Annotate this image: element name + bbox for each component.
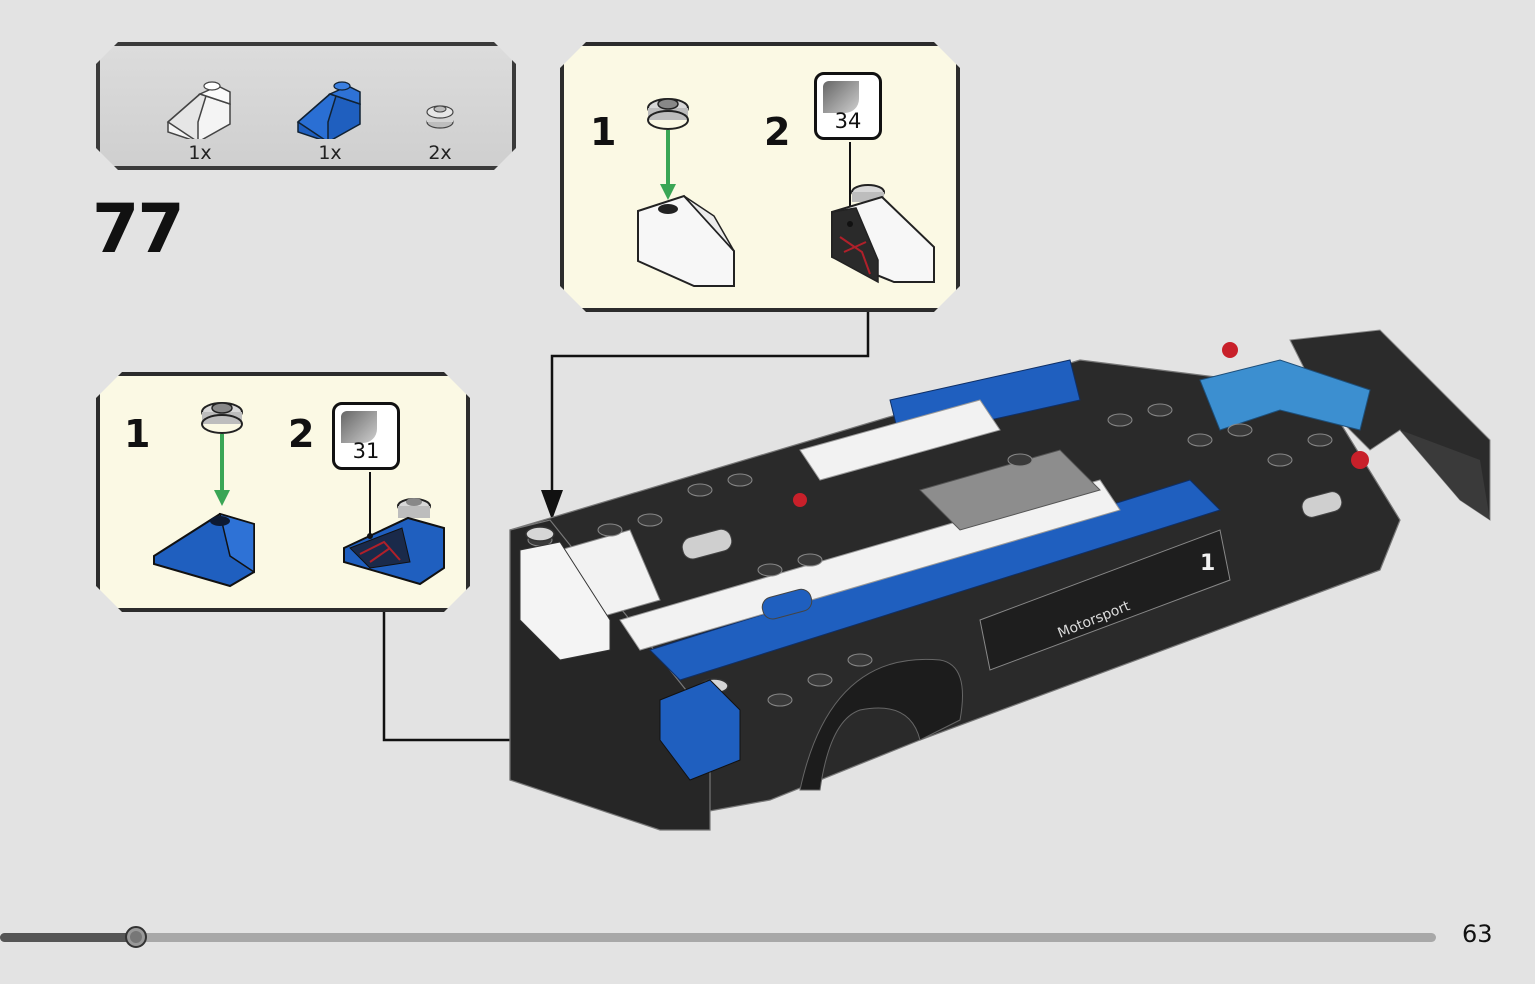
part-white-slope: 1x <box>160 64 240 164</box>
sub-step-2: 2 <box>764 110 791 154</box>
sticker-callout: 31 <box>332 402 400 470</box>
part-quantity: 2x <box>428 142 452 164</box>
part-blue-slope: 1x <box>290 64 370 164</box>
sub-assembly-left: 1 2 31 <box>96 372 470 612</box>
part-round-plate: 2x <box>400 64 480 164</box>
car-number: 1 <box>1200 551 1215 576</box>
progress-fill <box>0 933 136 942</box>
blue-slope-icon <box>290 64 370 139</box>
sub-step-1: 1 <box>124 412 151 456</box>
part-quantity: 1x <box>188 142 212 164</box>
attach-plate-diagram <box>150 396 280 596</box>
part-quantity: 1x <box>318 142 342 164</box>
progress-knob <box>125 926 147 948</box>
car-model-illustration: Motorsport 1 <box>509 329 1491 831</box>
sub-step-1: 1 <box>590 110 617 154</box>
page-number: 63 <box>1462 920 1493 948</box>
sticker-number: 31 <box>352 439 380 463</box>
attach-plate-diagram <box>624 86 754 296</box>
sticker-applied-white-diagram <box>826 142 946 292</box>
step-number: 77 <box>92 190 185 269</box>
sticker-applied-blue-diagram <box>340 472 460 602</box>
arrow-down-icon <box>541 490 563 520</box>
sticker-peel-icon <box>823 81 859 113</box>
white-slope-icon <box>160 64 240 139</box>
progress-track <box>0 933 1436 942</box>
sticker-callout: 34 <box>814 72 882 140</box>
sticker-number: 34 <box>834 109 862 133</box>
round-plate-icon <box>400 64 480 139</box>
sub-assembly-top: 1 2 34 <box>560 42 960 312</box>
sub-step-2: 2 <box>288 412 315 456</box>
parts-list-callout: 1x 1x 2x <box>96 42 516 170</box>
sticker-peel-icon <box>341 411 377 443</box>
